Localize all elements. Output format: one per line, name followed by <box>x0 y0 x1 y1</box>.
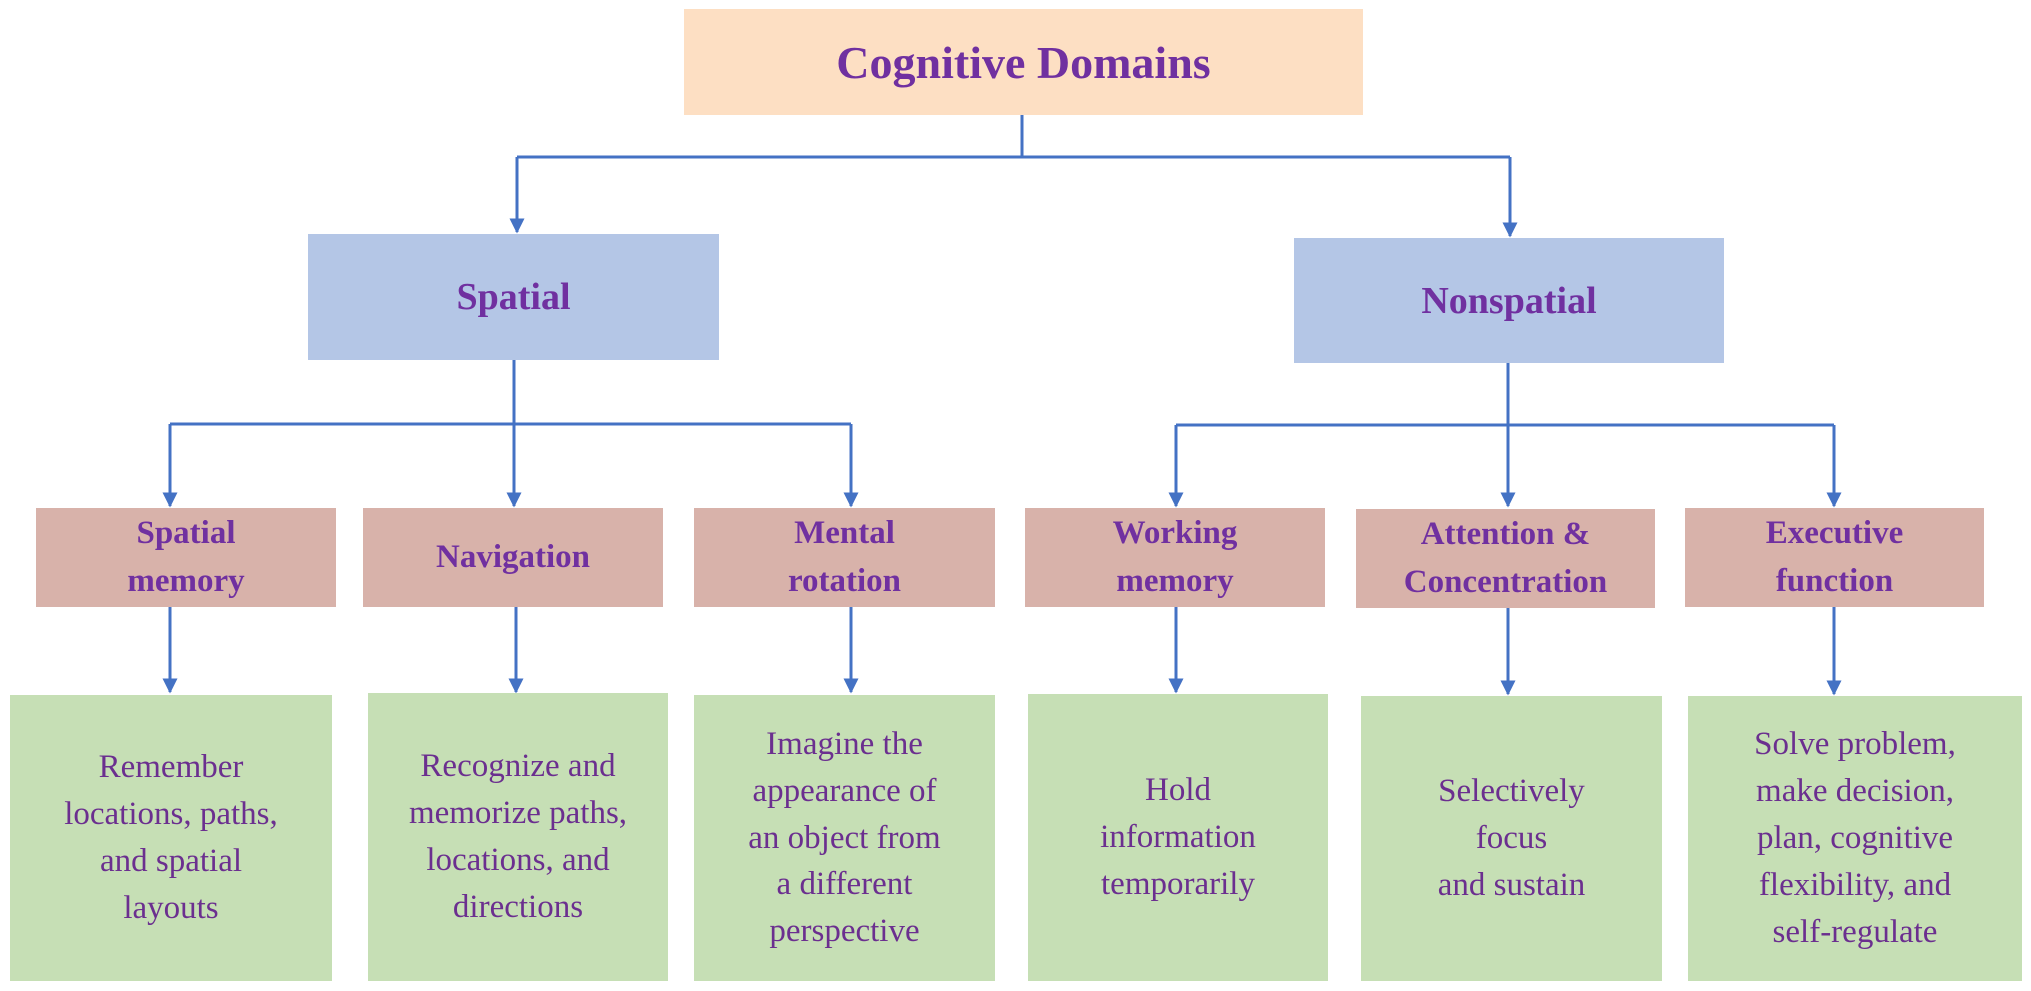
description-text: Imagine the appearance of an object from… <box>748 725 941 950</box>
description-node-working-memory: Hold information temporarily <box>1028 694 1328 981</box>
description-text: Remember locations, paths, and spatial l… <box>64 749 278 926</box>
category-label-spatial: Spatial <box>456 276 571 318</box>
root-node-cognitive-domains: Cognitive Domains <box>684 9 1363 115</box>
domain-label: Mental rotation <box>787 514 902 599</box>
description-text: Selectively focus and sustain <box>1437 773 1586 903</box>
domain-node-navigation: Navigation <box>363 508 663 607</box>
domain-label: Attention & Concentration <box>1403 515 1608 600</box>
domain-node-attention-concentration: Attention & Concentration <box>1356 509 1655 608</box>
description-node-navigation: Recognize and memorize paths, locations,… <box>368 693 668 981</box>
domain-node-mental-rotation: Mental rotation <box>694 508 995 607</box>
domain-node-working-memory: Working memory <box>1025 508 1325 607</box>
domain-label: Executive function <box>1765 514 1904 599</box>
description-text: Solve problem, make decision, plan, cogn… <box>1754 726 1956 950</box>
domain-node-executive-function: Executive function <box>1685 508 1984 607</box>
domain-node-spatial-memory: Spatial memory <box>36 508 336 607</box>
description-node-mental-rotation: Imagine the appearance of an object from… <box>694 695 995 981</box>
category-node-spatial: Spatial <box>308 234 719 360</box>
domain-label: Navigation <box>435 538 590 575</box>
category-label-nonspatial: Nonspatial <box>1421 279 1597 322</box>
description-node-spatial-memory: Remember locations, paths, and spatial l… <box>10 695 332 981</box>
domain-label: Working memory <box>1112 514 1238 599</box>
description-node-attention-concentration: Selectively focus and sustain <box>1361 696 1662 981</box>
description-node-executive-function: Solve problem, make decision, plan, cogn… <box>1688 696 2022 981</box>
description-text: Hold information temporarily <box>1100 772 1256 902</box>
domain-label: Spatial memory <box>127 514 245 599</box>
description-text: Recognize and memorize paths, locations,… <box>408 748 628 925</box>
root-label: Cognitive Domains <box>836 36 1211 88</box>
category-node-nonspatial: Nonspatial <box>1294 238 1724 363</box>
